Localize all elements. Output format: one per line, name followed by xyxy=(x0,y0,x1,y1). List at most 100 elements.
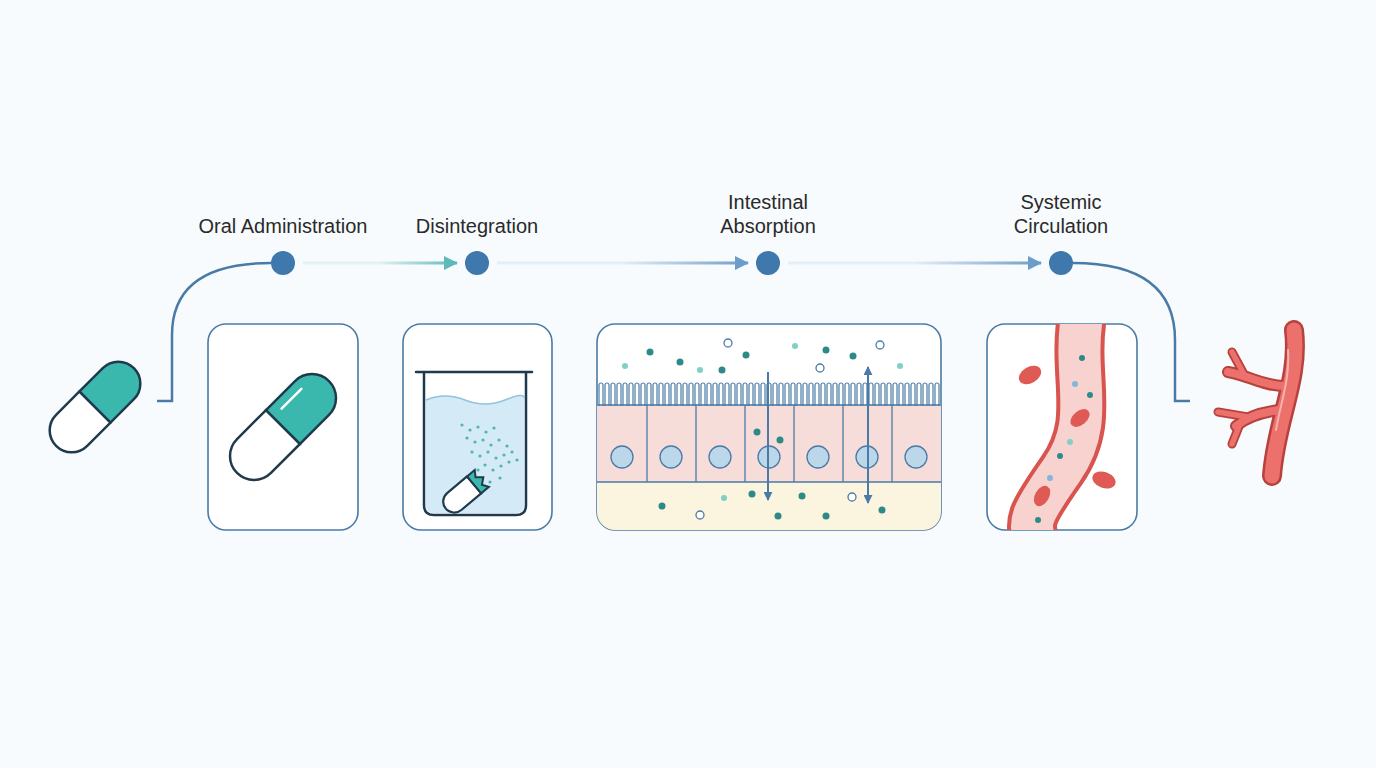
flow-arrow xyxy=(788,262,1041,265)
particle-dot xyxy=(481,438,484,441)
particle-dot xyxy=(754,429,761,436)
capsule-icon xyxy=(41,353,150,462)
cell-border xyxy=(647,405,892,482)
cell-nucleus xyxy=(709,446,731,468)
particle-dot xyxy=(696,511,704,519)
particle-dot xyxy=(622,363,628,369)
red-blood-cell xyxy=(1016,362,1045,388)
particle-dot xyxy=(478,454,481,457)
particle-dot xyxy=(484,430,487,433)
particle-dot xyxy=(677,359,684,366)
particle-dot xyxy=(473,440,476,443)
flow-arrow xyxy=(303,262,457,265)
particle-dot xyxy=(468,428,471,431)
broken-capsule xyxy=(439,469,491,517)
step-marker: Disintegration xyxy=(465,251,489,275)
capsule-highlight xyxy=(282,389,302,409)
particle-dot xyxy=(486,450,489,453)
red-blood-cell xyxy=(1090,468,1118,491)
artery-highlight xyxy=(1276,350,1288,430)
particle-dot xyxy=(792,343,798,349)
red-blood-cell xyxy=(1030,483,1053,509)
particle-dot xyxy=(876,341,884,349)
step-heading: Disintegration xyxy=(392,214,562,238)
cell-nucleus xyxy=(660,446,682,468)
cell-nucleus xyxy=(611,446,633,468)
capsule-fragment xyxy=(467,469,490,494)
artery-icon xyxy=(1218,330,1295,476)
capsule-icon xyxy=(220,364,346,490)
particle-dot xyxy=(719,367,726,374)
step-marker: Oral Administration xyxy=(271,251,295,275)
artery-outline xyxy=(1218,330,1295,476)
step-marker: Intestinal Absorption xyxy=(756,251,780,275)
artery-trunk xyxy=(1272,330,1295,476)
molecule-dots xyxy=(622,339,903,520)
artery-branch xyxy=(1218,412,1248,417)
particle-dot xyxy=(1047,475,1053,481)
particle-dot xyxy=(491,468,494,471)
particle-dot xyxy=(499,464,502,467)
flow-arrow xyxy=(497,262,748,265)
particle-dot xyxy=(724,339,732,347)
particle-dot xyxy=(489,443,492,446)
capsule-half xyxy=(79,353,149,423)
particle-dot xyxy=(515,458,518,461)
artery-branch xyxy=(1228,372,1284,386)
particle-dot xyxy=(647,349,654,356)
panel-frame xyxy=(597,324,941,530)
water-surface xyxy=(426,395,524,404)
particle-dot xyxy=(799,493,806,500)
step-heading: Intestinal Absorption xyxy=(683,190,853,238)
cell-nucleus xyxy=(807,446,829,468)
particle-dot xyxy=(897,363,903,369)
particle-dot xyxy=(1057,453,1063,459)
particle-dot xyxy=(777,437,784,444)
particle-dot xyxy=(659,503,666,510)
particle-dot xyxy=(492,426,495,429)
particle-dot xyxy=(697,367,703,373)
artery-branch xyxy=(1218,412,1248,417)
particle-dot xyxy=(460,423,463,426)
step-marker: Systemic Circulation xyxy=(1049,251,1073,275)
particle-dot xyxy=(488,480,491,483)
particle-dot xyxy=(1035,517,1041,523)
particle-dot xyxy=(1067,439,1073,445)
red-blood-cell xyxy=(1067,406,1093,431)
particle-dot xyxy=(470,450,473,453)
transport-arrow xyxy=(867,367,869,503)
particle-dot xyxy=(483,463,486,466)
step-heading: Oral Administration xyxy=(198,214,368,238)
particle-dot xyxy=(749,491,756,498)
particle-dot xyxy=(510,450,513,453)
particle-dot xyxy=(507,460,510,463)
particle-dot xyxy=(502,453,505,456)
cell-nucleus xyxy=(905,446,927,468)
particle-dot xyxy=(1072,381,1078,387)
artery-branch xyxy=(1232,424,1240,444)
particle-dot xyxy=(505,444,508,447)
transport-arrow xyxy=(767,372,769,500)
particle-dot xyxy=(476,425,479,428)
intestinal-wall xyxy=(597,339,941,530)
beaker-icon xyxy=(416,372,532,517)
particle-dot xyxy=(721,495,727,501)
panel-frame xyxy=(208,324,358,530)
beaker-rim xyxy=(416,371,532,374)
capsule-half xyxy=(266,364,346,444)
particle-dot xyxy=(848,493,856,501)
particle-dot xyxy=(497,438,500,441)
particle-dot xyxy=(823,347,830,354)
particle-dot xyxy=(879,507,886,514)
particle-dot xyxy=(775,513,782,520)
artery-branch xyxy=(1232,352,1246,378)
particle-dot xyxy=(1087,392,1093,398)
step-heading: Systemic Circulation xyxy=(976,190,1146,238)
artery-branch xyxy=(1228,372,1284,386)
particle-dot xyxy=(743,352,750,359)
artery-trunk xyxy=(1272,330,1295,476)
